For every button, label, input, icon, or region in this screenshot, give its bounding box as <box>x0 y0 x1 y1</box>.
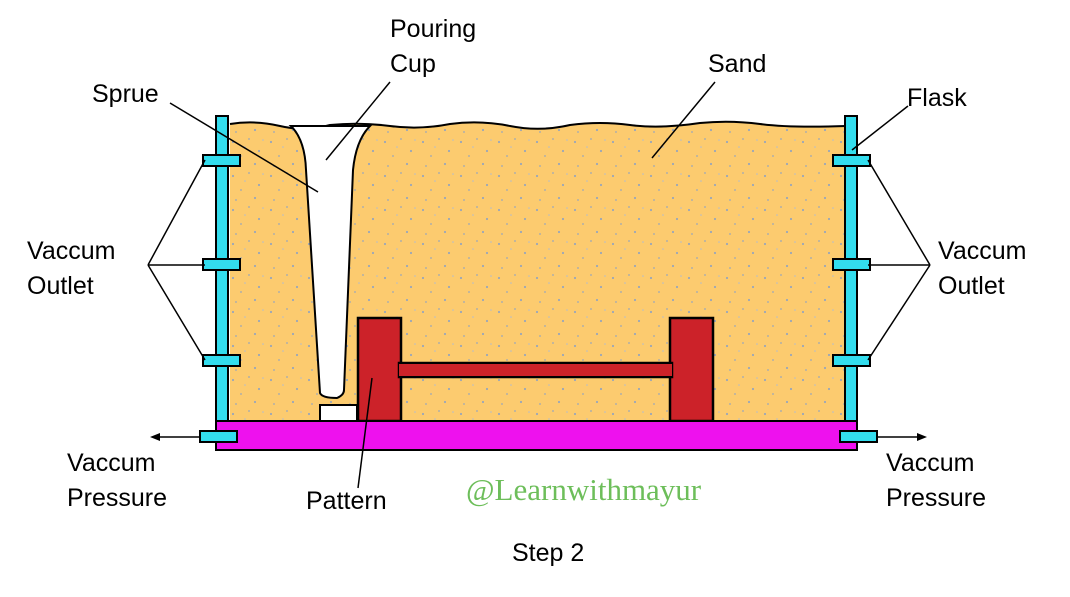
vaccum-outlet-right-label-line1: Vaccum <box>938 237 1026 265</box>
pattern-label: Pattern <box>306 487 387 515</box>
flask-label: Flask <box>907 84 967 112</box>
vaccum-outlet-left-label-line2: Outlet <box>27 272 94 300</box>
flask-left-wall <box>199 115 241 443</box>
watermark: @Learnwithmayur <box>466 472 702 507</box>
flask-right-wall <box>832 115 878 443</box>
pouring-cup-label-line1: Pouring <box>390 15 476 43</box>
vaccum-pressure-right-label-line2: Pressure <box>886 484 986 512</box>
pouring-cup-label-line2: Cup <box>390 50 436 78</box>
vaccum-pressure-left-label-line1: Vaccum <box>67 449 155 477</box>
pattern-shape <box>356 316 715 423</box>
leader-lines <box>147 81 931 489</box>
vacuum-pressure-arrow-left <box>150 433 200 441</box>
vacuum-pressure-arrow-right <box>877 433 927 441</box>
vaccum-outlet-left-label-line1: Vaccum <box>27 237 115 265</box>
step-label: Step 2 <box>512 539 584 567</box>
sand-label: Sand <box>708 50 766 78</box>
vaccum-pressure-right-label-line1: Vaccum <box>886 449 974 477</box>
vaccum-outlet-right-label-line2: Outlet <box>938 272 1005 300</box>
sprue-cavity <box>288 125 373 400</box>
sprue-label: Sprue <box>92 80 159 108</box>
base-plate <box>215 420 858 451</box>
sprue-base <box>319 404 358 422</box>
vaccum-pressure-left-label-line2: Pressure <box>67 484 167 512</box>
